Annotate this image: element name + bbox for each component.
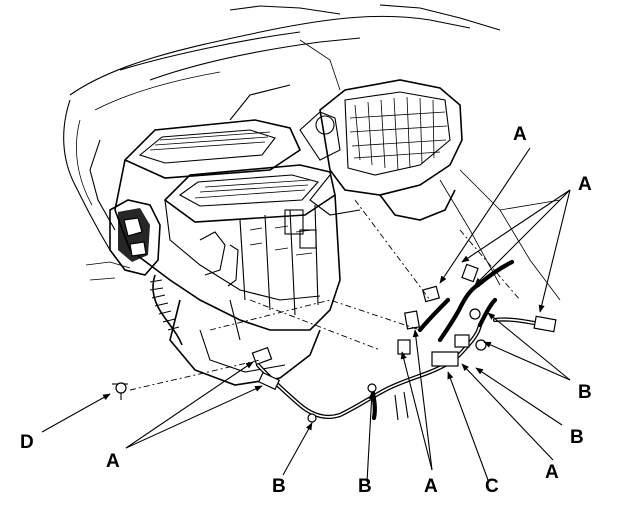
callout-b-bottom-center: B <box>358 476 372 497</box>
callout-b-right-lower: B <box>570 427 584 448</box>
heater-unit <box>109 119 341 386</box>
callout-a-left: A <box>106 451 120 472</box>
harness-connectors <box>251 263 557 423</box>
callout-b-bottom-left: B <box>272 476 286 497</box>
callout-a-bottom: A <box>424 476 438 497</box>
callout-d: D <box>20 432 34 453</box>
callout-a-upper-right: A <box>578 174 592 195</box>
blower-housing <box>299 79 463 221</box>
callout-c: C <box>485 476 499 497</box>
alignment-lines <box>129 199 521 391</box>
callout-a-upper: A <box>513 124 527 145</box>
callout-labels: A A B B A C A B B A D <box>20 124 592 497</box>
dashboard-outline <box>63 4 561 301</box>
callout-b-right-upper: B <box>578 382 592 403</box>
clip-d <box>112 382 128 400</box>
callout-a-right-lower: A <box>545 462 559 483</box>
leader-lines <box>41 147 571 483</box>
wire-harness <box>255 259 548 421</box>
